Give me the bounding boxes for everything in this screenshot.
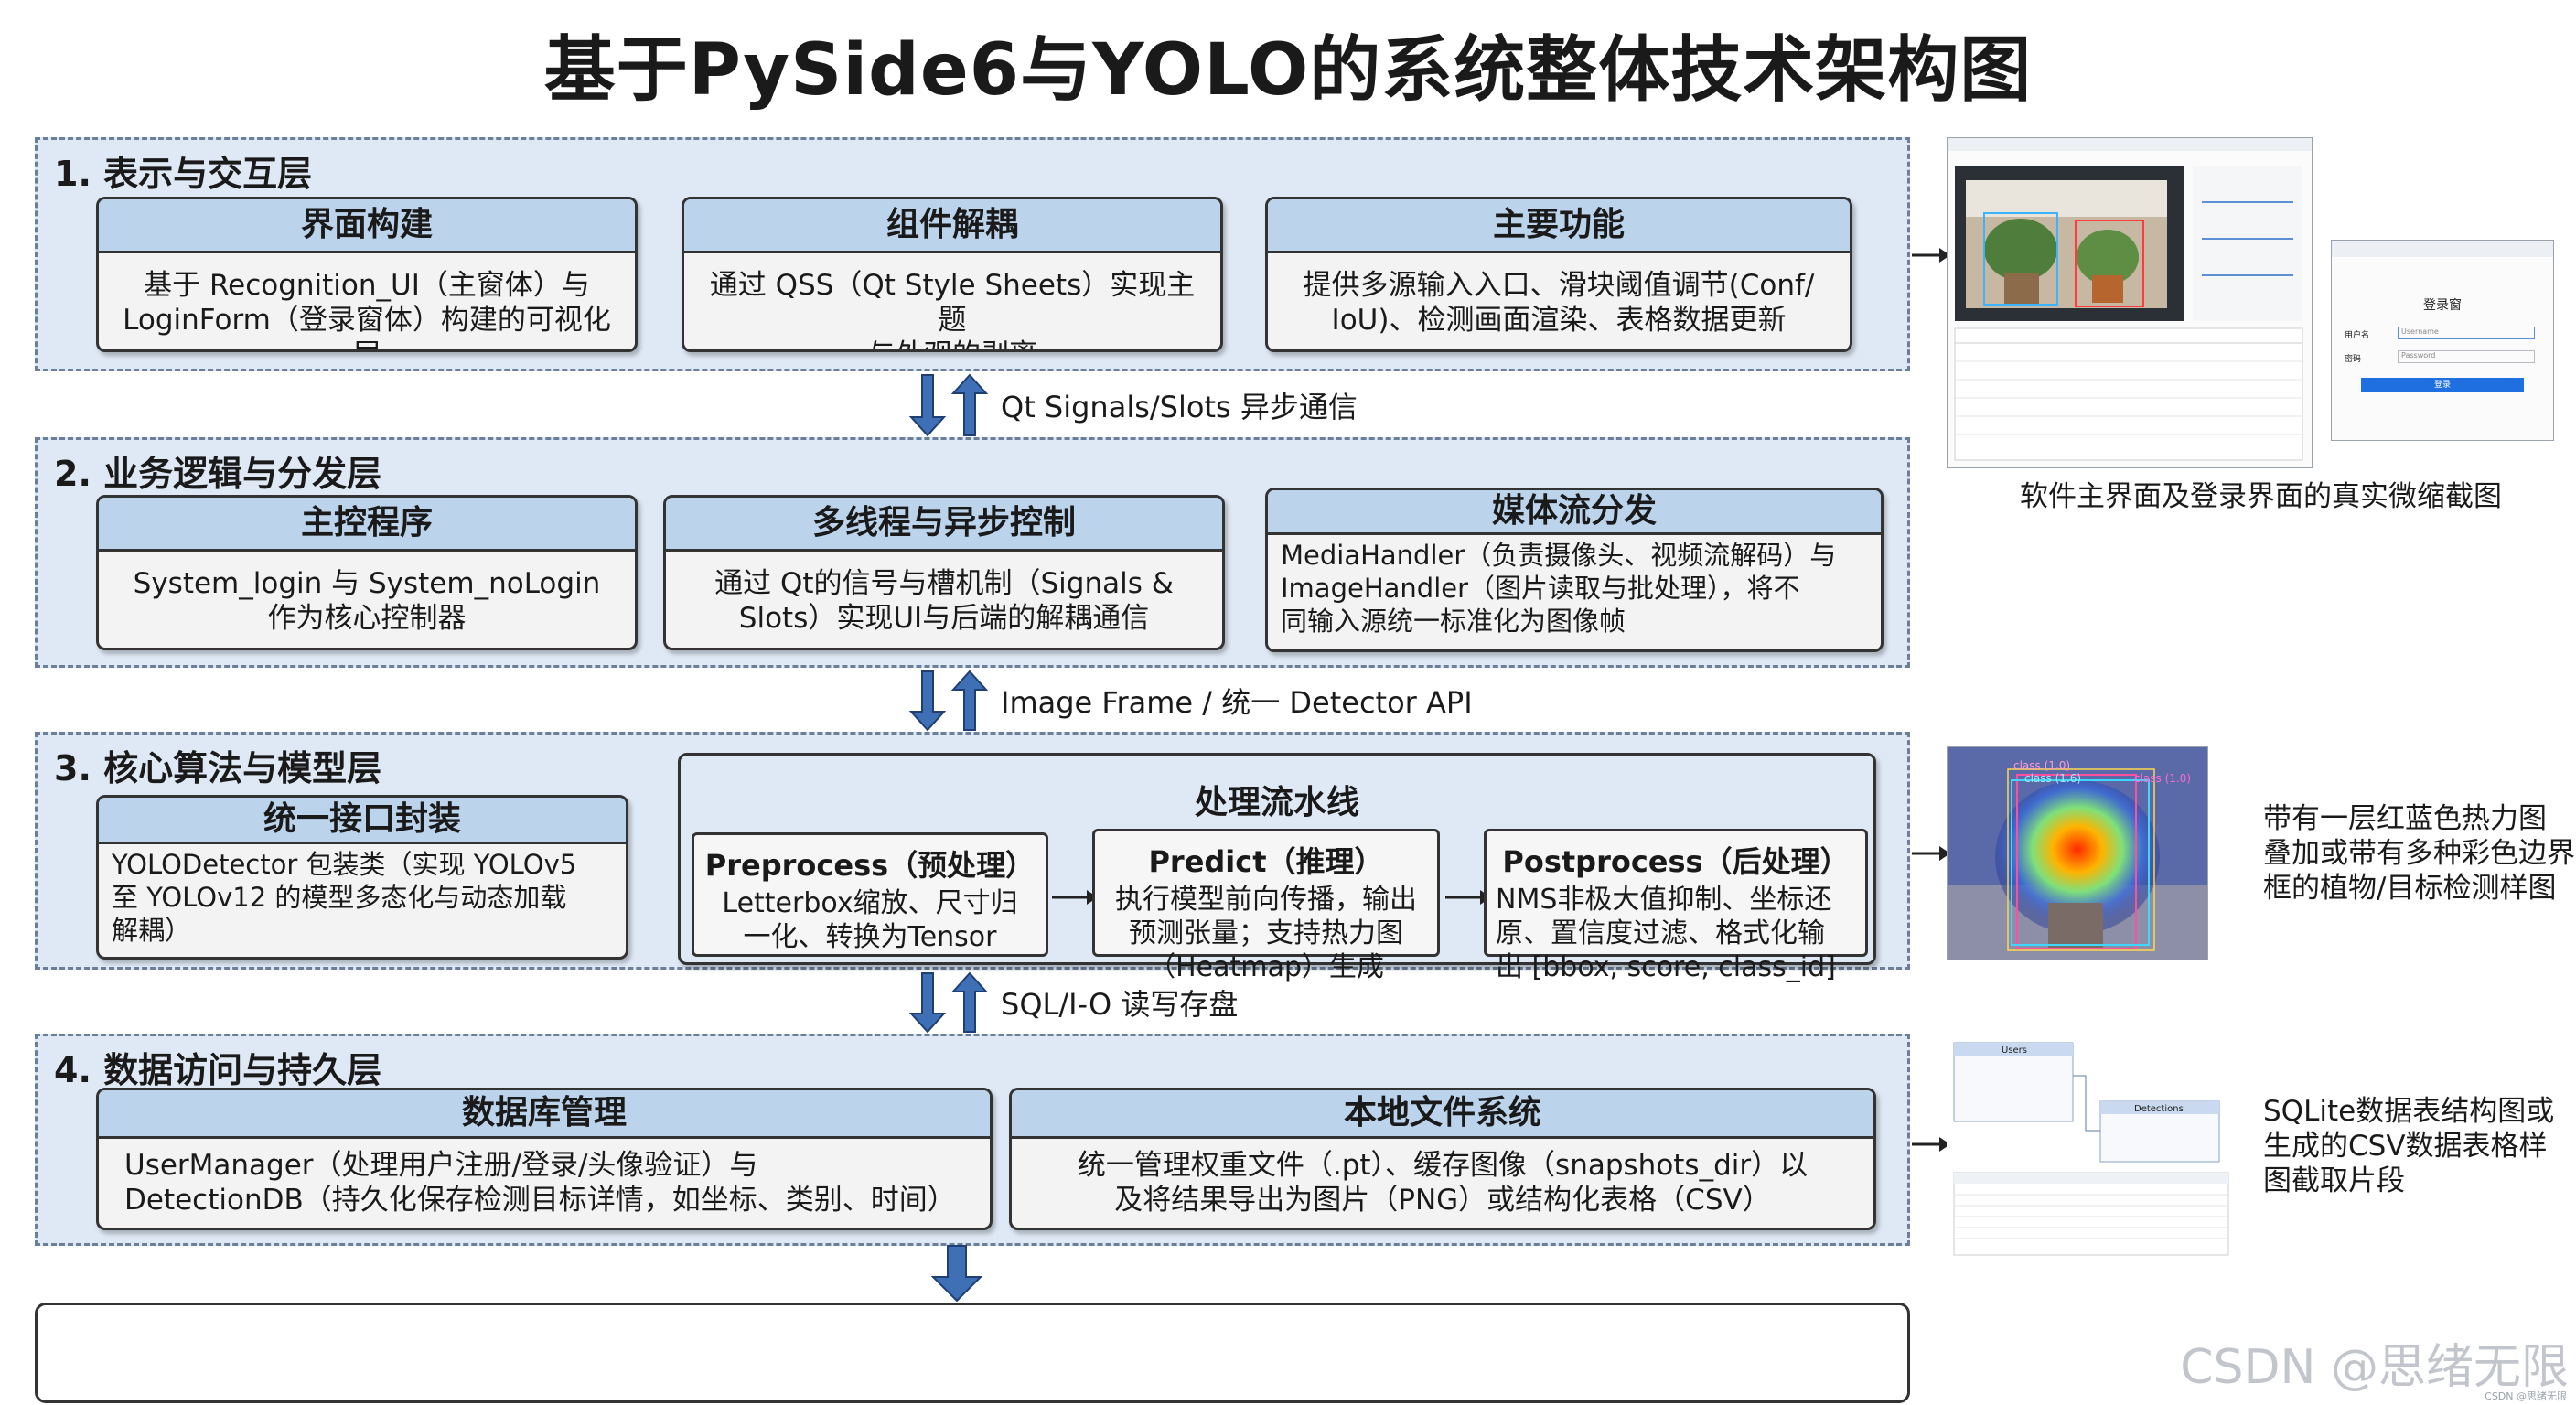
login-button: 登录 (2361, 378, 2524, 392)
watermark: CSDN @思绪无限 (2180, 1340, 2569, 1395)
stage-head: Preprocess（预处理） (704, 848, 1036, 883)
preprocess-stage: Preprocess（预处理） Letterbox缩放、尺寸归 一化、转换为Te… (692, 832, 1048, 957)
det-label-a: class (1.0) (2013, 759, 2070, 772)
box-head: 统一接口封装 (99, 798, 626, 844)
ui-build-box: 界面构建 基于 Recognition_UI（主窗体）与 LoginForm（登… (96, 197, 638, 352)
main-ui-thumbnail (1947, 137, 2313, 468)
box-head: 主控程序 (99, 498, 635, 552)
box-body: UserManager（处理用户注册/登录/头像验证）与 DetectionDB… (124, 1149, 956, 1217)
layer-title: 4. 数据访问与持久层 (54, 1050, 382, 1090)
login-title: 登录窗 (2423, 298, 2462, 313)
layer-business-logic: 2. 业务逻辑与分发层 主控程序 System_login 与 System_n… (35, 437, 1910, 668)
box-head: 界面构建 (99, 199, 635, 253)
sqlite-schema-image: Users Detections (1953, 1042, 2229, 1256)
sqlite-thumbnail: Users Detections (1947, 1039, 2234, 1259)
multithread-async-box: 多线程与异步控制 通过 Qt的信号与槽机制（Signals & Slots）实现… (663, 495, 1225, 650)
box-body: System_login 与 System_noLogin 作为核心控制器 (133, 567, 601, 635)
component-decouple-box: 组件解耦 通过 QSS（Qt Style Sheets）实现主题 与外观的剥离 (682, 197, 1223, 352)
predict-stage: Predict（推理） 执行模型前向传播，输出 预测张量；支持热力图 （Heat… (1092, 829, 1440, 983)
box-body: 基于 Recognition_UI（主窗体）与 LoginForm（登录窗体）构… (123, 269, 611, 349)
users-table-label: Users (2002, 1046, 2027, 1056)
stage-body: 执行模型前向传播，输出 预测张量；支持热力图 （Heatmap）生成 (1115, 884, 1417, 983)
postprocess-stage: Postprocess（后处理） NMS非极大值抑制、坐标还 原、置信度过滤、格… (1484, 829, 1868, 983)
box-head: 数据库管理 (99, 1090, 990, 1139)
layer-title: 1. 表示与交互层 (54, 154, 313, 194)
box-head: 本地文件系统 (1012, 1090, 1873, 1139)
local-filesystem-box: 本地文件系统 统一管理权重文件（.pt）、缓存图像（snapshots_dir）… (1009, 1088, 1876, 1230)
connector-label: SQL/I-O 读写存盘 (1001, 987, 1239, 1022)
box-body: 统一管理权重文件（.pt）、缓存图像（snapshots_dir）以 及将结果导… (1077, 1149, 1809, 1217)
watermark-sub: CSDN @思绪无限 (2485, 1390, 2567, 1402)
connector-image-frame: Image Frame / 统一 Detector API (906, 670, 1473, 732)
arrow-right-icon (1912, 1137, 1950, 1152)
connector-signals-slots: Qt Signals/Slots 异步通信 (906, 373, 1358, 437)
box-head: 媒体流分发 (1268, 490, 1881, 535)
arrow-down-icon (930, 1245, 983, 1303)
detections-table-label: Detections (2134, 1104, 2184, 1114)
stage-head: Postprocess（后处理） (1502, 844, 1850, 879)
stage-body: NMS非极大值抑制、坐标还 原、置信度过滤、格式化输 出 [bbox, scor… (1496, 884, 1836, 983)
heatmap-image: class (1.0) class (1.6) class (1.0) (1948, 747, 2207, 960)
heatmap-thumbnail: class (1.0) class (1.6) class (1.0) (1947, 746, 2208, 960)
arrow-right-icon (1912, 248, 1950, 263)
box-body: 通过 QSS（Qt Style Sheets）实现主题 与外观的剥离 (709, 269, 1196, 349)
ui-caption: 软件主界面及登录界面的真实微缩截图 (2020, 480, 2502, 513)
arrow-right-icon (1912, 846, 1950, 861)
pipeline-title: 处理流水线 (1194, 784, 1359, 821)
stage-head: Predict（推理） (1148, 844, 1384, 879)
double-arrow-icon (908, 373, 989, 437)
login-pass-label: 密码 (2345, 355, 2362, 364)
det-label-c: class (1.0) (2134, 772, 2191, 785)
database-management-box: 数据库管理 UserManager（处理用户注册/登录/头像验证）与 Detec… (96, 1088, 993, 1230)
media-dispatch-box: 媒体流分发 MediaHandler（负责摄像头、视频流解码）与 ImageHa… (1265, 488, 1884, 652)
connector-label: Image Frame / 统一 Detector API (1001, 685, 1473, 720)
box-head: 多线程与异步控制 (666, 498, 1222, 552)
heatmap-caption: 带有一层红蓝色热力图 叠加或带有多种彩色边界 框的植物/目标检测样图 (2263, 802, 2575, 905)
unified-interface-box: 统一接口封装 YOLODetector 包装类（实现 YOLOv5 至 YOLO… (96, 795, 628, 960)
layer-title: 2. 业务逻辑与分发层 (54, 454, 382, 494)
main-features-box: 主要功能 提供多源输入入口、滑块阈值调节(Conf/ IoU)、检测画面渲染、表… (1265, 197, 1852, 352)
layer-data-access: 4. 数据访问与持久层 数据库管理 UserManager（处理用户注册/登录/… (35, 1034, 1910, 1246)
pipeline-container: 处理流水线 Preprocess（预处理） Letterbox缩放、尺寸归 一化… (678, 753, 1876, 983)
login-user-label: 用户名 (2345, 331, 2370, 340)
bottom-empty-box (35, 1303, 1910, 1403)
box-body: 提供多源输入入口、滑块阈值调节(Conf/ IoU)、检测画面渲染、表格数据更新 (1303, 269, 1815, 337)
double-arrow-icon (908, 971, 989, 1034)
det-label-b: class (1.6) (2024, 772, 2081, 785)
login-user-input: Username (2398, 327, 2535, 339)
stage-body: Letterbox缩放、尺寸归 一化、转换为Tensor (722, 887, 1018, 953)
layer-title: 3. 核心算法与模型层 (54, 748, 382, 788)
box-head: 组件解耦 (684, 199, 1220, 253)
login-ui-thumbnail: 登录窗 用户名 Username 密码 Password 登录 (2331, 240, 2554, 441)
box-body: MediaHandler（负责摄像头、视频流解码）与 ImageHandler（… (1281, 540, 1837, 637)
login-pass-input: Password (2398, 350, 2535, 363)
page-title: 基于PySide6与YOLO的系统整体技术架构图 (543, 29, 2033, 112)
main-controller-box: 主控程序 System_login 与 System_noLogin 作为核心控… (96, 495, 638, 650)
double-arrow-icon (908, 670, 989, 732)
layer-presentation: 1. 表示与交互层 界面构建 基于 Recognition_UI（主窗体）与 L… (35, 137, 1910, 371)
box-body: YOLODetector 包装类（实现 YOLOv5 至 YOLOv12 的模型… (112, 849, 577, 946)
connector-sql-io: SQL/I-O 读写存盘 (906, 971, 1238, 1034)
sqlite-caption: SQLite数据表结构图或 生成的CSV数据表格样 图截取片段 (2263, 1095, 2555, 1197)
connector-label: Qt Signals/Slots 异步通信 (1001, 390, 1358, 424)
box-head: 主要功能 (1268, 199, 1850, 253)
layer-core-algorithm: 3. 核心算法与模型层 统一接口封装 YOLODetector 包装类（实现 Y… (35, 732, 1910, 983)
box-body: 通过 Qt的信号与槽机制（Signals & Slots）实现UI与后端的解耦通… (714, 567, 1174, 635)
main-ui-screenshot-image (1948, 138, 2312, 461)
